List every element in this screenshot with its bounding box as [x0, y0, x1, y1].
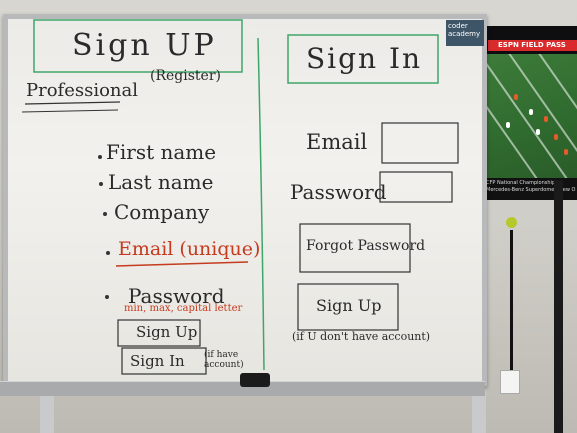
password-label: Password [290, 180, 387, 204]
coder-academy-logo: coder academy [446, 20, 484, 46]
professional-underline [24, 101, 121, 105]
tv-screen-football-game [484, 54, 577, 178]
password-rules-note: min, max, capital letter [124, 303, 243, 314]
board-leg [472, 390, 486, 433]
whiteboard [3, 14, 487, 386]
professional-heading: Professional [26, 80, 139, 101]
power-outlet [500, 370, 520, 394]
password-input-box [379, 171, 453, 203]
signin-title: Sign In [306, 42, 423, 75]
television: ESPN FIELD PASS CFP National Championshi… [484, 26, 577, 200]
left-signup-box [117, 319, 201, 347]
signup-if-no-account-note: (if U don't have account) [292, 330, 431, 343]
tv-ticker-line: Mercedes-Benz Superdome · New O [486, 187, 576, 193]
board-clip [240, 373, 270, 387]
signup-title: Sign UP [72, 28, 217, 63]
cable [510, 230, 513, 390]
forgot-password-box [299, 223, 411, 273]
tv-stand [554, 180, 563, 433]
left-signin-button: Sign In [130, 352, 185, 370]
email-input-box [381, 122, 459, 164]
board-leg [40, 390, 54, 433]
column-divider [257, 37, 265, 371]
right-signup-button: Sign Up [316, 296, 382, 315]
field-password: Password [128, 284, 225, 308]
email-underline [115, 261, 249, 267]
tv-ticker: CFP National Championship Pr Mercedes-Be… [484, 178, 577, 200]
tv-ticker-line: CFP National Championship Pr [486, 180, 562, 186]
right-signup-box [297, 283, 399, 331]
tv-banner: ESPN FIELD PASS [488, 40, 577, 51]
left-signup-button: Sign Up [136, 323, 198, 341]
marker-pen [506, 217, 517, 228]
field-first-name: First name [106, 140, 217, 164]
left-signin-box [121, 347, 207, 375]
email-label: Email [306, 130, 368, 154]
field-company: Company [114, 200, 210, 224]
signup-title-box [33, 19, 243, 73]
signin-if-have-account-note: (if have account) [204, 350, 244, 370]
field-last-name: Last name [108, 170, 214, 194]
register-note: (Register) [150, 68, 221, 84]
forgot-password-button: Forgot Password [306, 238, 426, 254]
signin-title-box [287, 34, 439, 84]
field-email-unique: Email (unique) [118, 238, 261, 260]
